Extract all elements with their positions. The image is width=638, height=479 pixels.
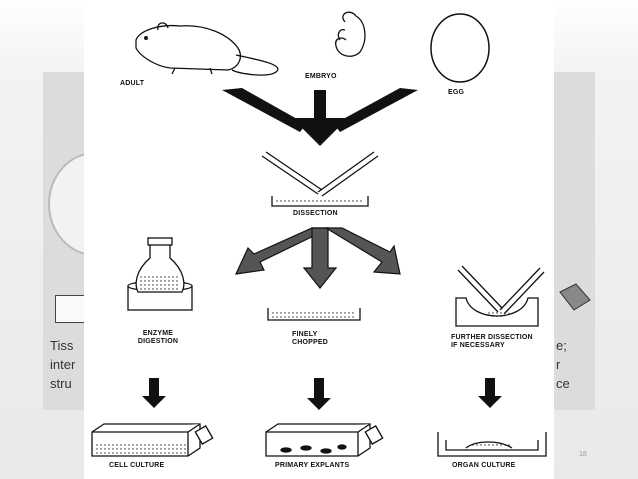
further-dissection-icon (455, 265, 545, 327)
label-cell-culture: CELL CULTURE (109, 462, 165, 469)
background-text-right: e; r ce (556, 338, 570, 391)
background-text-left: Tiss inter stru (50, 338, 76, 391)
primary-explants-flask-icon (265, 423, 384, 457)
egg-icon (430, 13, 490, 83)
background-flask-graphic (559, 283, 591, 311)
converging-arrows (222, 88, 418, 146)
label-enzyme-digestion: ENZYME DIGESTION (137, 330, 179, 345)
label-further-dissection: FURTHER DISSECTION IF NECESSARY (451, 334, 533, 349)
label-dissection: DISSECTION (293, 210, 338, 217)
chopped-dish-icon (267, 308, 361, 321)
label-embryo: EMBRYO (305, 73, 337, 80)
label-egg: EGG (448, 89, 465, 96)
enzyme-flask-icon (127, 237, 193, 311)
dissection-dish-icon (261, 151, 379, 207)
embryo-icon (335, 11, 366, 57)
label-finely-chopped: FINELY CHOPPED (292, 331, 329, 346)
label-adult: ADULT (120, 80, 145, 87)
label-primary-explants: PRIMARY EXPLANTS (275, 462, 350, 469)
organ-culture-dish-icon (437, 432, 547, 457)
cell-culture-flask-icon (91, 423, 214, 457)
adult-mouse-icon (135, 22, 279, 76)
down-arrows (142, 378, 502, 410)
label-organ-culture: ORGAN CULTURE (452, 462, 516, 469)
page-number: 18 (579, 451, 587, 458)
diverging-arrows (234, 227, 401, 289)
